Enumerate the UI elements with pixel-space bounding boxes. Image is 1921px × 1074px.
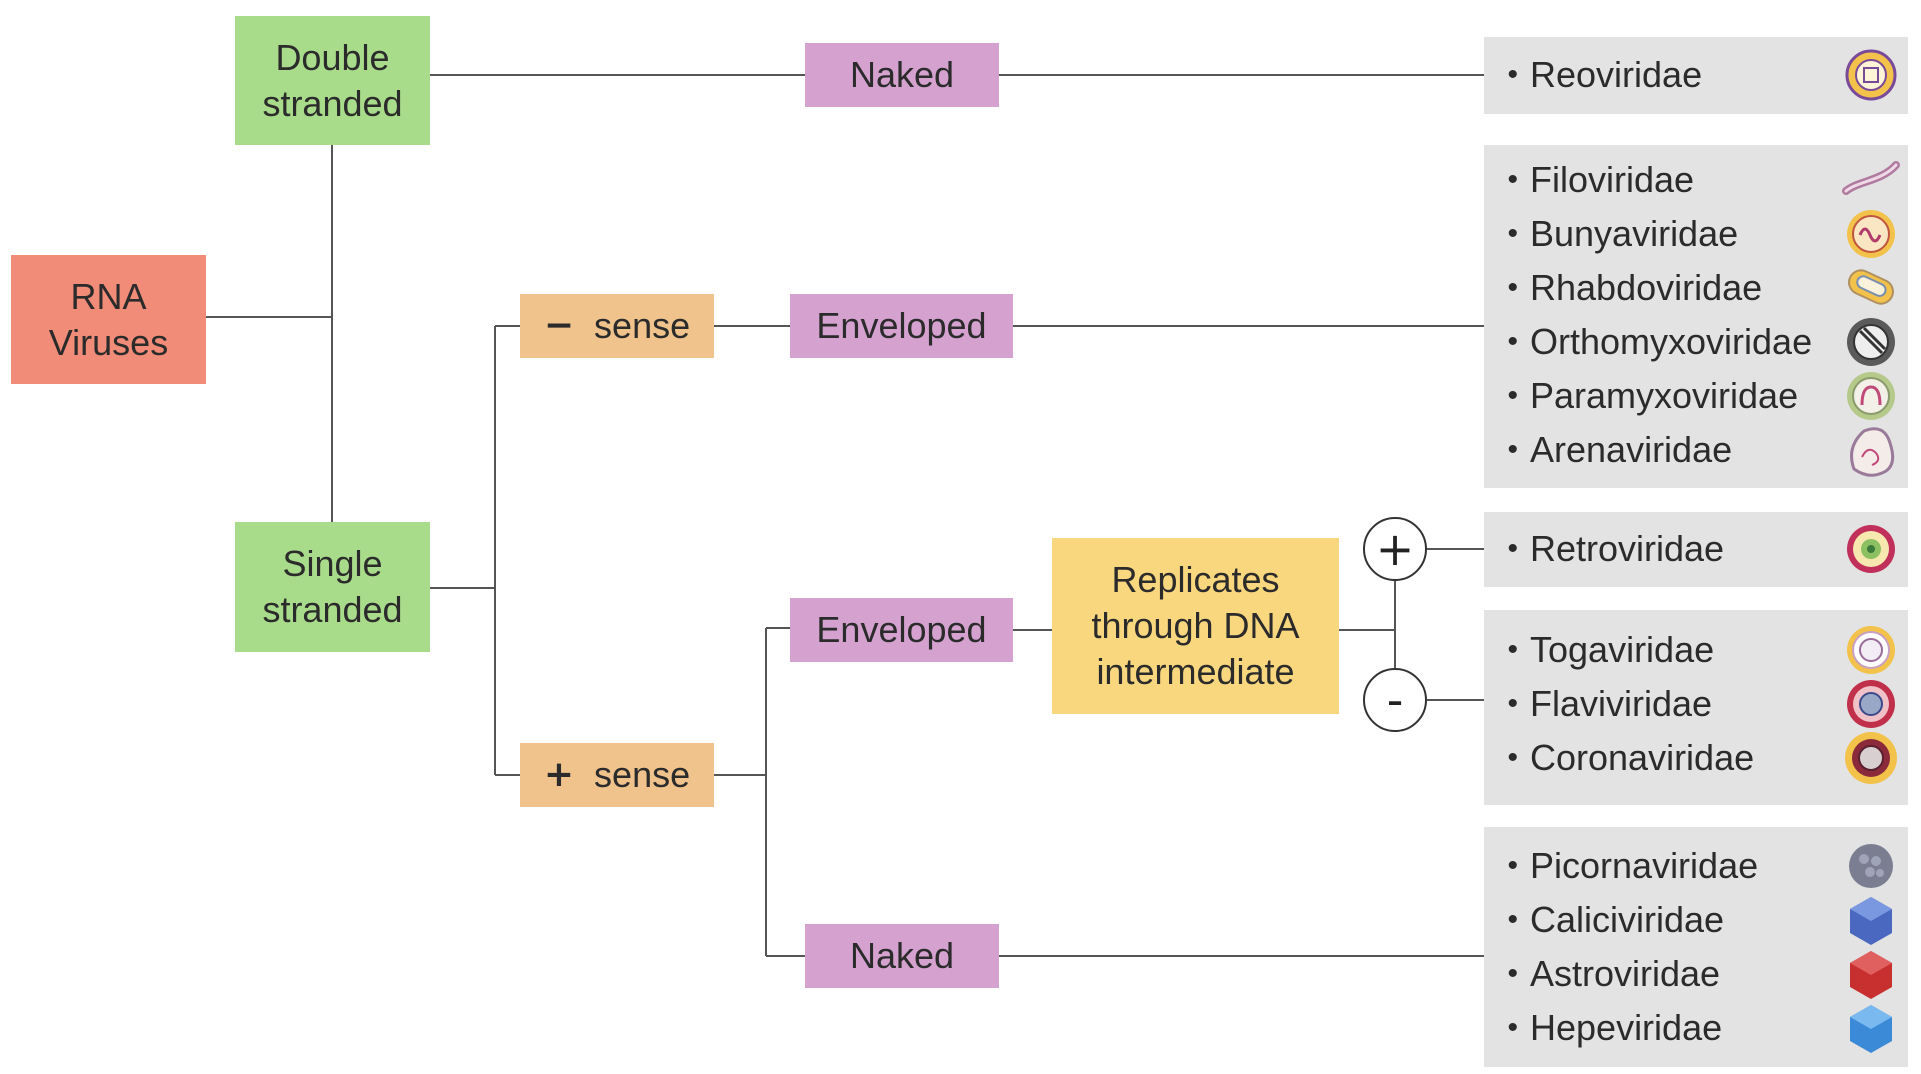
virus-family-item: • Filoviridae bbox=[1484, 153, 1908, 207]
filovirus-icon bbox=[1842, 161, 1900, 195]
virus-family-label: Orthomyxoviridae bbox=[1530, 321, 1813, 362]
virus-family-label: Retroviridae bbox=[1530, 528, 1725, 569]
naked-node-positive: Naked bbox=[805, 924, 999, 988]
virus-family-label: Coronaviridae bbox=[1530, 737, 1755, 778]
bullet-point: • bbox=[1507, 532, 1518, 565]
rna-viruses-node: RNA Viruses bbox=[11, 255, 206, 384]
virus-family-item: • Retroviridae bbox=[1484, 522, 1908, 576]
virus-family-item: • Rhabdoviridae bbox=[1484, 261, 1908, 315]
virus-family-item: • Arenaviridae bbox=[1484, 423, 1908, 477]
retrovirus-icon bbox=[1847, 525, 1895, 573]
virus-family-item: • Astroviridae bbox=[1484, 947, 1908, 1001]
picornavirus-icon bbox=[1849, 844, 1893, 888]
naked-node-double-stranded: Naked bbox=[805, 43, 999, 107]
virus-family-label: Flaviviridae bbox=[1530, 683, 1713, 724]
virus-family-label: Hepeviridae bbox=[1530, 1007, 1723, 1048]
group-retroviridae: • Retroviridae bbox=[1484, 512, 1908, 587]
virus-family-label: Paramyxoviridae bbox=[1530, 375, 1799, 416]
hepevirus-icon bbox=[1850, 1005, 1892, 1053]
enveloped-node-positive: Enveloped bbox=[790, 598, 1013, 662]
group-positive-naked: • Picornaviridae • Caliciviridae • Astrovirid… bbox=[1484, 827, 1908, 1067]
bullet-point: • bbox=[1507, 379, 1518, 412]
virus-family-label: Reoviridae bbox=[1530, 54, 1703, 95]
virus-family-label: Bunyaviridae bbox=[1530, 213, 1739, 254]
bullet-point: • bbox=[1507, 1011, 1518, 1044]
virus-family-label: Rhabdoviridae bbox=[1530, 267, 1763, 308]
virus-family-item: • Picornaviridae bbox=[1484, 839, 1908, 893]
group-reoviridae: • Reoviridae bbox=[1484, 37, 1908, 114]
plus-sign: + bbox=[543, 754, 575, 795]
virus-family-label: Togaviridae bbox=[1530, 629, 1715, 670]
bullet-point: • bbox=[1507, 163, 1518, 196]
minus-circle-node: - bbox=[1363, 668, 1427, 732]
bullet-point: • bbox=[1507, 433, 1518, 466]
virus-family-item: • Togaviridae bbox=[1484, 623, 1908, 677]
virus-family-item: • Hepeviridae bbox=[1484, 1001, 1908, 1055]
virus-family-item: • Reoviridae bbox=[1484, 48, 1908, 102]
enveloped-node-negative: Enveloped bbox=[790, 294, 1013, 358]
flavivirus-icon bbox=[1847, 680, 1895, 728]
minus-sign: − bbox=[543, 305, 575, 346]
virus-family-item: • Bunyaviridae bbox=[1484, 207, 1908, 261]
calicivirus-icon bbox=[1850, 897, 1892, 945]
positive-sense-label: sense bbox=[594, 754, 691, 795]
coronavirus-icon bbox=[1845, 732, 1897, 784]
bullet-point: • bbox=[1507, 957, 1518, 990]
group-negative-enveloped: •Filoviridae•Bunyaviridae•Rhabdoviridae•… bbox=[1484, 145, 1908, 488]
virus-family-label: Caliciviridae bbox=[1530, 899, 1725, 940]
group-positive-enveloped: • Togaviridae • Flaviviridae • Coronaviridae bbox=[1484, 610, 1908, 805]
virus-family-item: • Coronaviridae bbox=[1484, 731, 1908, 785]
positive-sense-node: + sense bbox=[520, 743, 714, 807]
bullet-point: • bbox=[1507, 58, 1518, 91]
virus-family-item: • Caliciviridae bbox=[1484, 893, 1908, 947]
virus-family-label: Filoviridae bbox=[1530, 159, 1695, 200]
arenavirus-icon bbox=[1850, 427, 1895, 477]
astrovirus-icon bbox=[1850, 951, 1892, 999]
bunyavirus-icon bbox=[1847, 210, 1895, 258]
bullet-point: • bbox=[1507, 271, 1518, 304]
orthomyxovirus-icon bbox=[1847, 318, 1895, 366]
bullet-point: • bbox=[1507, 687, 1518, 720]
reovirus-icon bbox=[1845, 49, 1897, 101]
bullet-point: • bbox=[1507, 741, 1518, 774]
rhabdovirus-icon bbox=[1848, 269, 1894, 305]
virus-family-label: Arenaviridae bbox=[1530, 429, 1733, 470]
bullet-point: • bbox=[1507, 217, 1518, 250]
replicates-through-dna-node: Replicates through DNA intermediate bbox=[1052, 538, 1339, 714]
plus-circle-node: + bbox=[1363, 517, 1427, 581]
paramyxovirus-icon bbox=[1847, 372, 1895, 420]
single-stranded-node: Single stranded bbox=[235, 522, 430, 652]
togavirus-icon bbox=[1847, 626, 1895, 674]
bullet-point: • bbox=[1507, 633, 1518, 666]
bullet-point: • bbox=[1507, 903, 1518, 936]
virus-family-item: • Flaviviridae bbox=[1484, 677, 1908, 731]
double-stranded-node: Double stranded bbox=[235, 16, 430, 145]
bullet-point: • bbox=[1507, 849, 1518, 882]
negative-sense-node: − sense bbox=[520, 294, 714, 358]
negative-sense-label: sense bbox=[594, 305, 691, 346]
virus-family-label: Picornaviridae bbox=[1530, 845, 1759, 886]
bullet-point: • bbox=[1507, 325, 1518, 358]
virus-family-label: Astroviridae bbox=[1530, 953, 1721, 994]
virus-family-item: • Orthomyxoviridae bbox=[1484, 315, 1908, 369]
virus-family-item: • Paramyxoviridae bbox=[1484, 369, 1908, 423]
